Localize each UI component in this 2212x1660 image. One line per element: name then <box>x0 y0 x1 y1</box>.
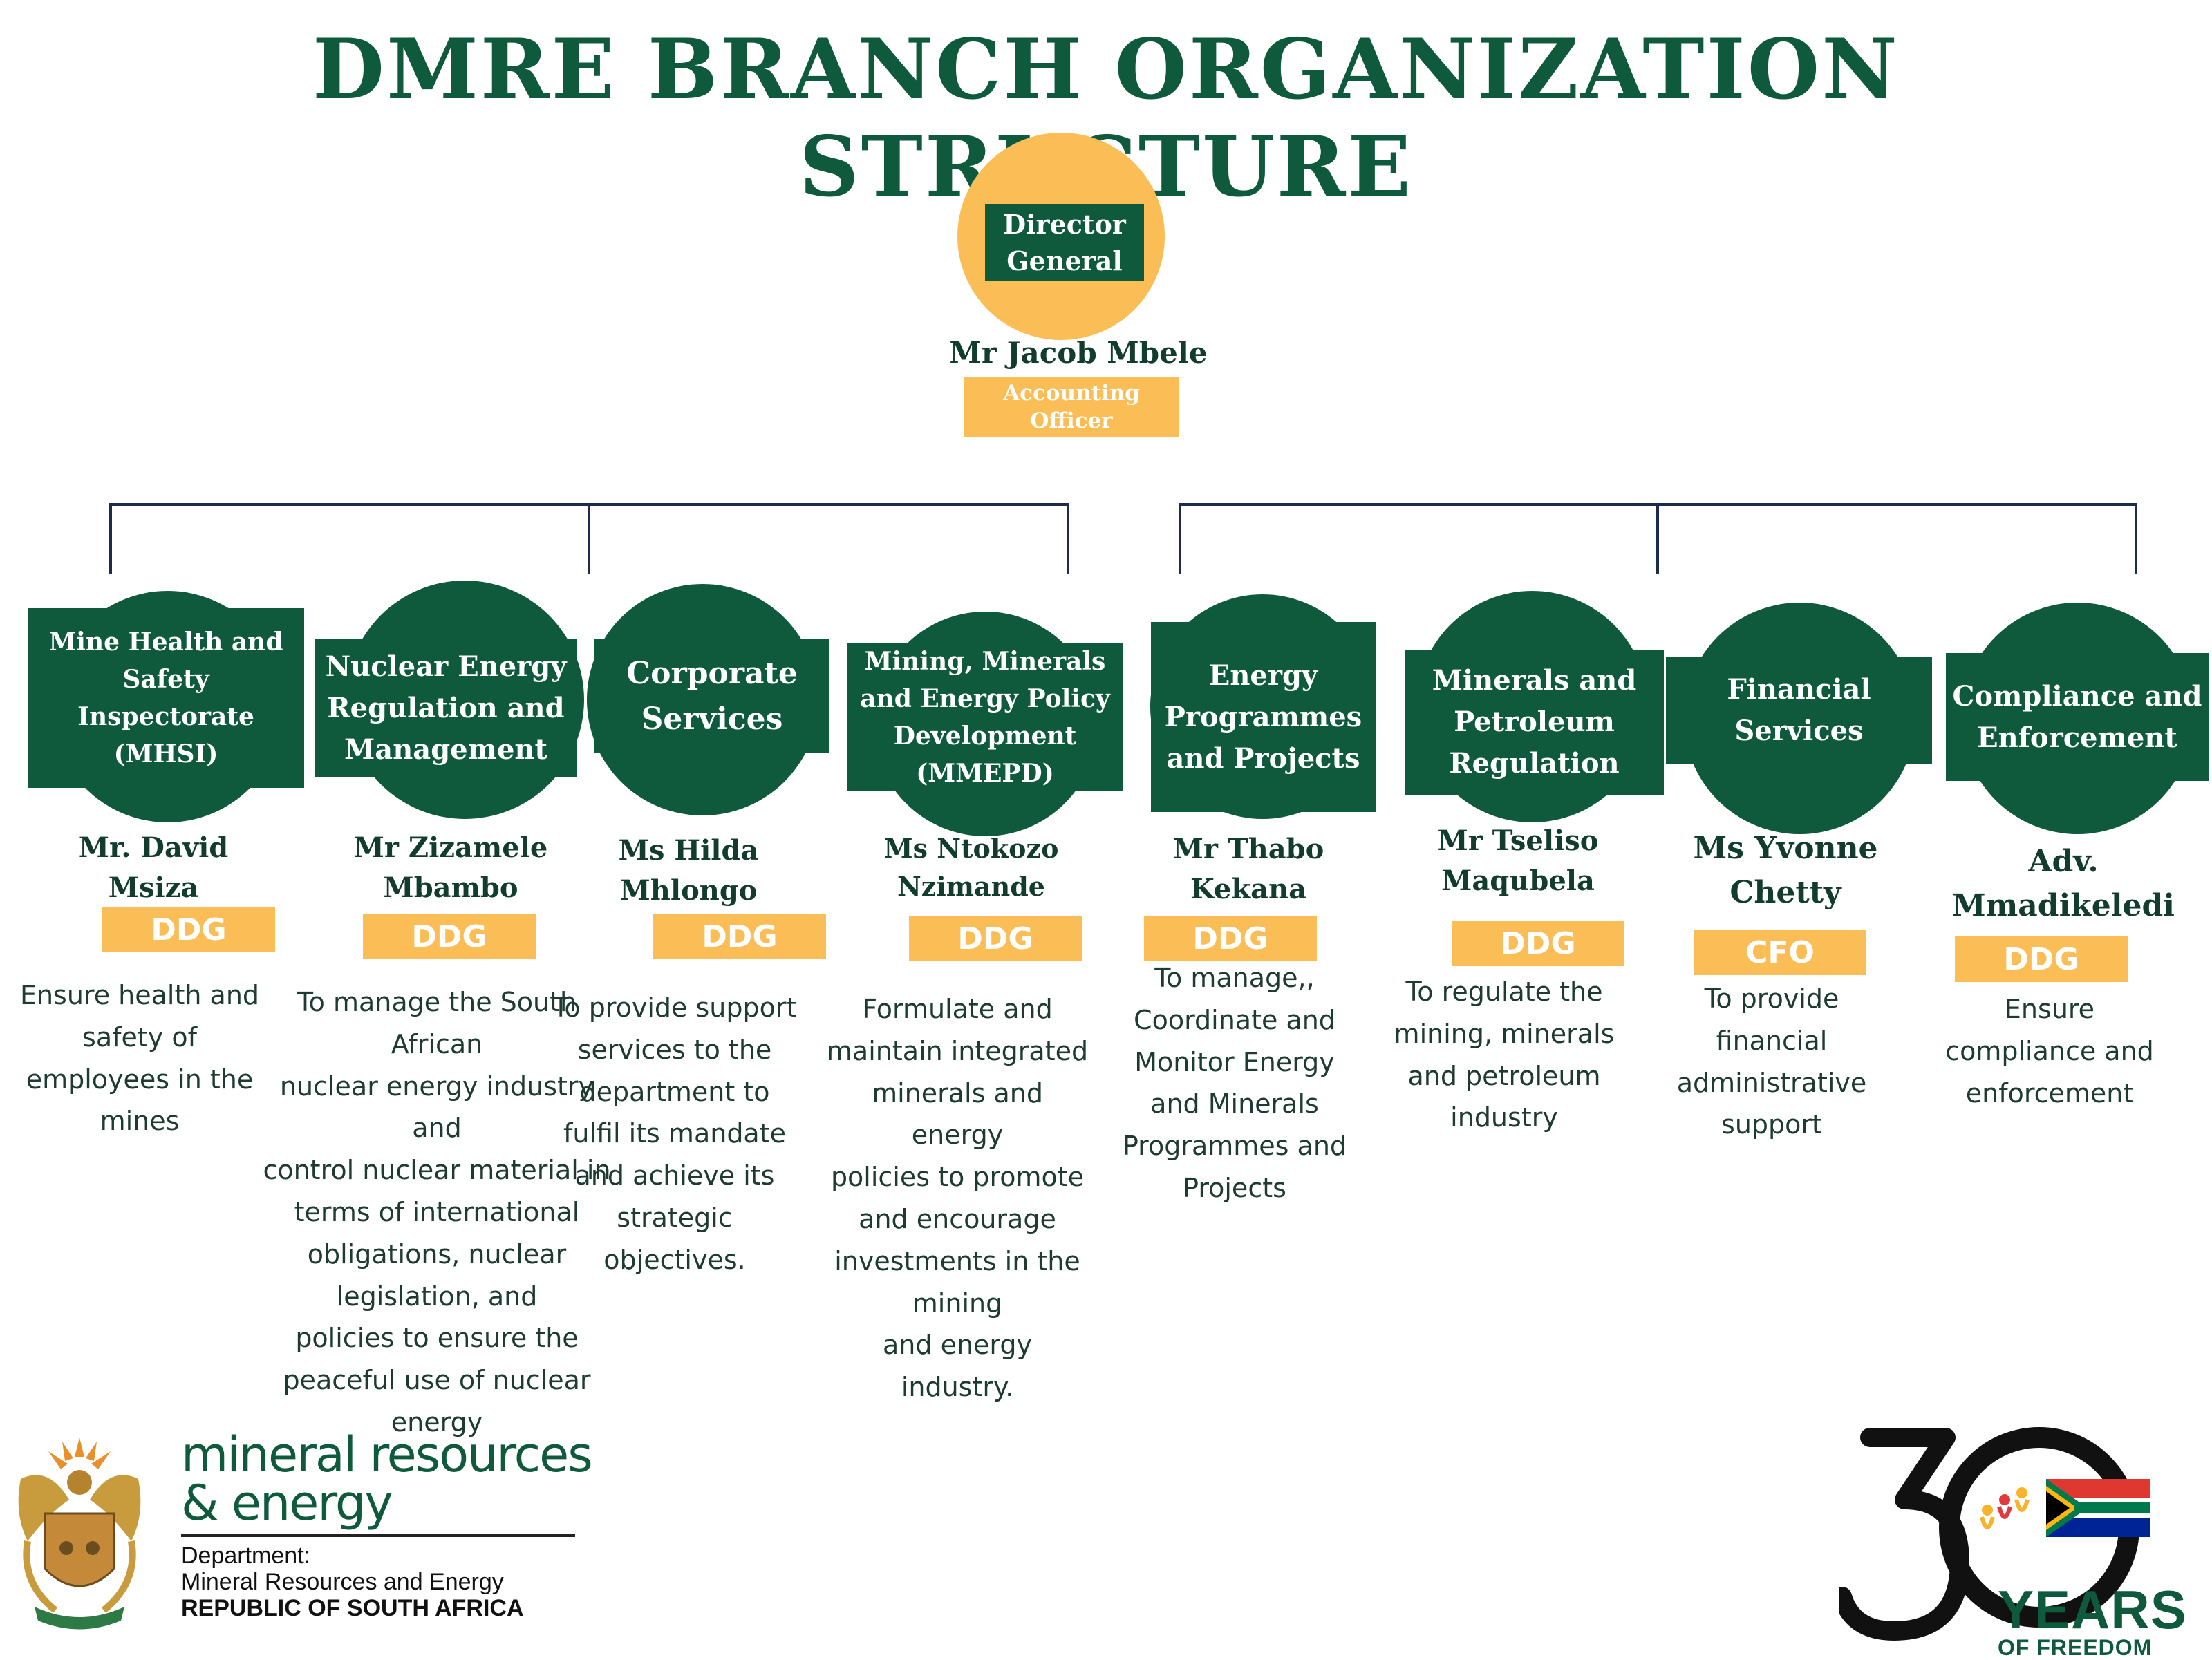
branch-description: To manage,, Coordinate and Monitor Energ… <box>1122 963 1347 1203</box>
branch-title: Mining, Minerals and Energy Policy Devel… <box>860 646 1110 788</box>
branch-title-box: Minerals and Petroleum Regulation <box>1405 650 1664 795</box>
department-label: Department: <box>181 1543 311 1569</box>
left-group-connector <box>109 503 1069 574</box>
branch-description: To provide support services to the depar… <box>552 992 797 1275</box>
branch-title: Corporate Services <box>626 655 798 737</box>
branch-title-box: Mine Health and Safety Inspectorate (MHS… <box>28 608 304 788</box>
branch-title: Energy Programmes and Projects <box>1164 659 1362 775</box>
director-general-role: Accounting Officer <box>964 377 1179 437</box>
years-of-freedom-text: YEARS OF FREEDOM <box>1998 1583 2187 1659</box>
branch-title: Financial Services <box>1727 672 1871 747</box>
department-divider <box>181 1534 575 1537</box>
thirty-years-freedom-logo: YEARS OF FREEDOM <box>1839 1424 2186 1659</box>
branch-description: To manage the South African nuclear ener… <box>263 987 611 1437</box>
department-logo-text: mineral resources & energy <box>181 1426 593 1531</box>
country-name: REPUBLIC OF SOUTH AFRICA <box>181 1595 524 1622</box>
branch-title: Compliance and Enforcement <box>1952 679 2202 754</box>
branch-title-box: Compliance and Enforcement <box>1946 653 2209 781</box>
branch-description: To regulate the mining, minerals and pet… <box>1394 977 1615 1133</box>
branch-role-badge: CFO <box>1694 930 1866 975</box>
branch-title-box: Mining, Minerals and Energy Policy Devel… <box>847 643 1123 791</box>
of-freedom-label: OF FREEDOM <box>1998 1635 2153 1660</box>
coat-of-arms-icon <box>18 1437 141 1630</box>
branch-head-name: Mr Thabo Kekana <box>1172 833 1324 905</box>
branch-title: Minerals and Petroleum Regulation <box>1432 664 1637 780</box>
branch-head-name: Mr Zizamele Mbambo <box>353 831 548 904</box>
director-general-name: Mr Jacob Mbele <box>949 336 1208 370</box>
branch-head-name: Ms Hilda Mhlongo <box>618 834 759 907</box>
branch-title-box: Corporate Services <box>594 639 830 753</box>
branch-head-name: Mr Tseliso Maqubela <box>1437 824 1599 897</box>
branch-role-badge: DDG <box>102 907 275 952</box>
director-general-role-label: Accounting Officer <box>1003 380 1140 433</box>
branch-title: Mine Health and Safety Inspectorate (MHS… <box>48 628 283 768</box>
department-full-name: Mineral Resources and Energy <box>181 1569 504 1596</box>
director-general-title: Director General <box>1003 208 1126 276</box>
branch-description: Ensure compliance and enforcement <box>1945 994 2154 1109</box>
branch-head-name: Ms Ntokozo Nzimande <box>883 833 1059 903</box>
years-label: YEARS <box>1998 1579 2187 1640</box>
department-label-block: Department: Mineral Resources and Energy… <box>181 1543 524 1621</box>
branch-role-badge: DDG <box>653 914 826 959</box>
branch-role-badge: DDG <box>1452 921 1624 966</box>
branch-title-box: Nuclear Energy Regulation and Management <box>315 639 577 777</box>
director-general-title-box: Director General <box>985 204 1144 281</box>
right-group-connector <box>1179 503 2137 574</box>
branch-title-box: Energy Programmes and Projects <box>1151 622 1376 812</box>
branch-head-name: Ms Yvonne Chetty <box>1693 831 1878 910</box>
department-logo-block: mineral resources & energy Department: M… <box>0 1410 622 1638</box>
branch-role-badge: DDG <box>1144 916 1317 961</box>
branch-title: Nuclear Energy Regulation and Management <box>325 650 567 766</box>
branch-title-box: Financial Services <box>1666 657 1932 764</box>
branch-description: Formulate and maintain integrated minera… <box>826 994 1089 1403</box>
branch-description: To provide financial administrative supp… <box>1676 983 1867 1140</box>
branch-description: Ensure health and safety of employees in… <box>19 980 260 1137</box>
thirty-years-emblem-icon <box>1839 1427 2150 1641</box>
branch-role-badge: DDG <box>1955 936 2128 982</box>
branch-role-badge: DDG <box>363 914 536 959</box>
branch-head-name: Mr. David Msiza <box>78 831 229 904</box>
branch-role-badge: DDG <box>909 916 1082 961</box>
